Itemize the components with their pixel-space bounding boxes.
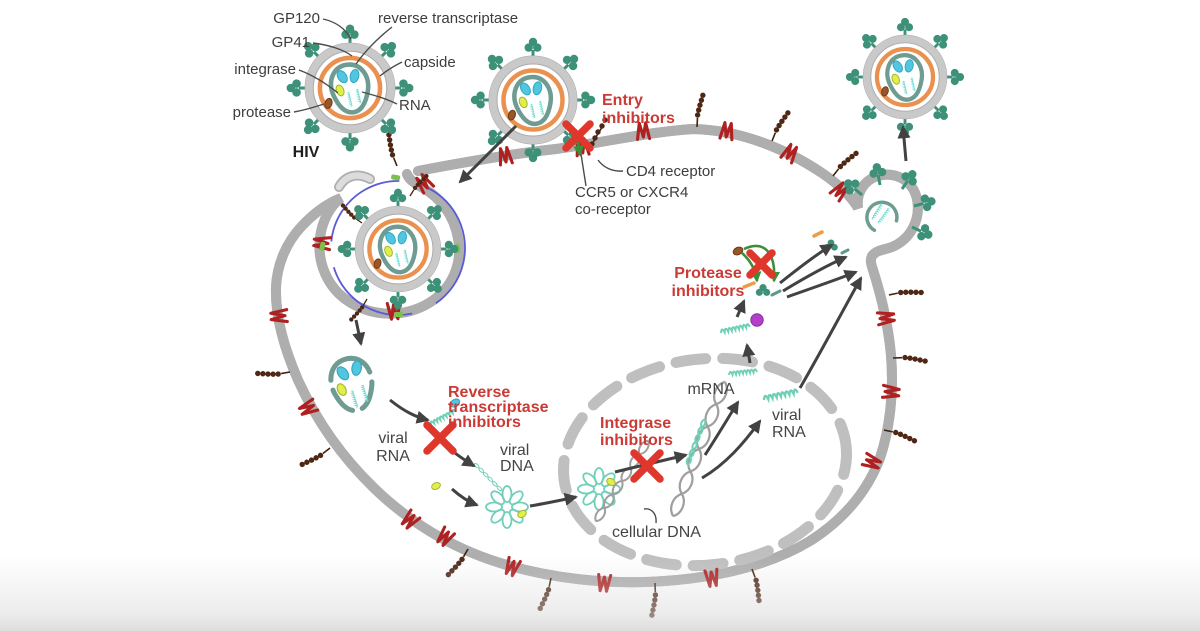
integrated-provirus	[666, 378, 732, 520]
arrow-fusion-green	[573, 141, 584, 157]
arrow-into-nucleus	[529, 492, 578, 508]
arrow-translation	[733, 299, 746, 318]
hiv-virion-entering	[471, 38, 595, 162]
label-rt-inhibitors-1: Reverse	[448, 384, 510, 401]
arrow-to-mrna	[703, 400, 740, 456]
label-protease: protease	[233, 104, 291, 121]
label-protease-inhibitors-1: Protease	[674, 265, 742, 282]
label-co-receptor-1: CCR5 or CXCR4	[575, 184, 688, 201]
label-gp120: GP120	[273, 10, 320, 27]
label-gp41: GP41	[272, 34, 310, 51]
nucleus-envelope	[558, 352, 852, 572]
arrow-uncoating	[352, 319, 366, 346]
integrase-enzyme	[431, 482, 441, 490]
preintegration-complex	[485, 485, 529, 529]
inhibition-x-icons	[423, 120, 776, 483]
hiv-virion-endocytosed	[338, 189, 459, 310]
label-protease-inhibitors-2: inhibitors	[672, 283, 745, 300]
arrow-to-viral-rna-nucleus	[701, 419, 762, 480]
arrow-to-viral-rna	[389, 398, 430, 424]
label-integrase: integrase	[234, 61, 296, 78]
viral-dna-helix	[472, 461, 504, 493]
label-mrna: mRNA	[687, 381, 734, 398]
arrow-export	[742, 343, 756, 364]
entry-x-icon	[562, 120, 594, 152]
label-capsid: capside	[404, 54, 456, 71]
label-reverse-transcriptase: reverse transcriptase	[378, 10, 518, 27]
arrow-entry-to-vesicle	[458, 124, 518, 184]
label-integrase-inhibitors-2: inhibitors	[600, 432, 673, 449]
label-hiv: HIV	[293, 144, 320, 161]
uncoating-capsid	[328, 355, 375, 414]
process-arrows	[352, 124, 911, 508]
protease-x-icon	[746, 249, 776, 279]
label-viral-rna-1: viral	[378, 430, 407, 447]
label-viral-rna-nucleus-1: viral	[772, 407, 801, 424]
arrow-dna-to-circle	[450, 487, 479, 508]
hiv-virion-released	[846, 18, 964, 136]
label-cd4-receptor: CD4 receptor	[626, 163, 715, 180]
integrase-x-icon	[630, 449, 664, 483]
bottom-gradient	[0, 556, 1200, 631]
arrow-assembly-1	[779, 243, 834, 285]
arrow-assembly-2	[782, 255, 848, 293]
arrow-release	[897, 125, 911, 162]
label-entry-inhibitors-2: inhibitors	[602, 110, 675, 127]
arrow-genome-to-bud	[798, 276, 863, 389]
label-pointers	[293, 18, 657, 524]
label-rna: RNA	[399, 97, 431, 114]
viral-rna-molecule	[428, 398, 461, 426]
label-rt-inhibitors-3: inhibitors	[448, 414, 521, 431]
label-cellular-dna: cellular DNA	[612, 524, 701, 541]
cleaved-viral-proteins	[812, 230, 850, 255]
label-viral-rna-2: RNA	[376, 448, 410, 465]
vesicle-coat-outline	[330, 180, 466, 316]
fusion-contacts	[319, 174, 461, 317]
protease-cleavage-site	[732, 246, 782, 297]
ribosome	[750, 313, 764, 327]
label-integrase-inhibitors-1: Integrase	[600, 415, 671, 432]
label-co-receptor-2: co-receptor	[575, 201, 651, 218]
budding-virion	[840, 162, 938, 244]
label-entry-inhibitors-1: Entry	[602, 92, 643, 109]
label-viral-dna-1: viral	[500, 442, 529, 459]
label-rt-inhibitors-2: transcriptase	[448, 399, 549, 416]
label-viral-rna-nucleus-2: RNA	[772, 424, 806, 441]
rt-x-icon	[423, 421, 457, 455]
label-viral-dna-2: DNA	[500, 458, 534, 475]
arrow-assembly-3	[786, 270, 858, 299]
labels: GP120 GP41 integrase protease reverse tr…	[233, 10, 806, 541]
